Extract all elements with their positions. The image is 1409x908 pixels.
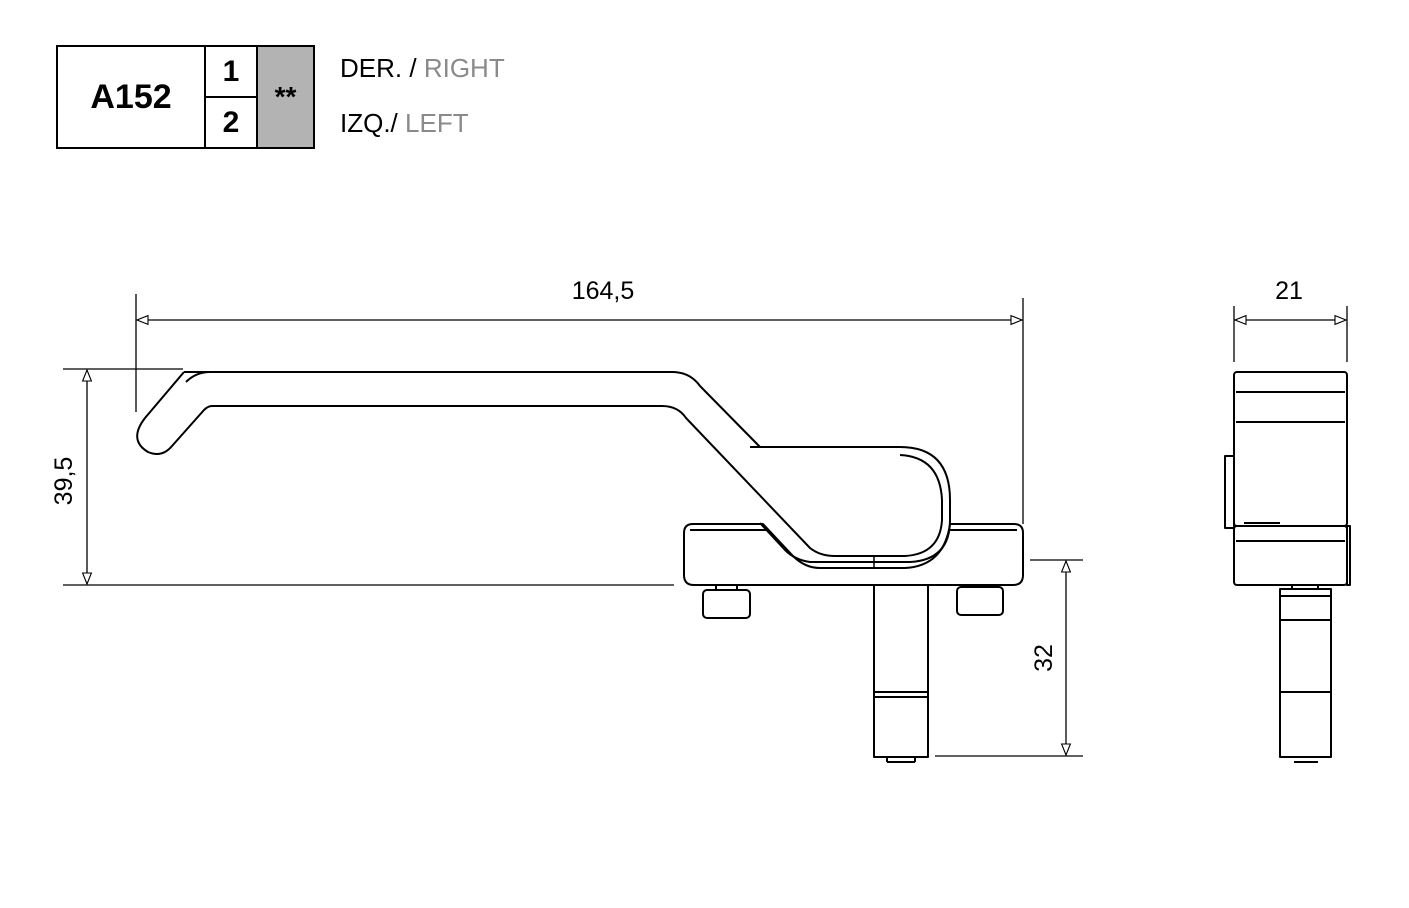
length-value: 164,5 [572,277,635,305]
left-label-es: IZQ./ [340,108,398,138]
right-label-es: DER. / [340,53,417,83]
length-dimension [135,294,1024,524]
finish-cell: ** [258,47,313,147]
lever-outline [184,371,951,563]
width-dimension [1233,306,1348,362]
part-code: A152 [58,47,206,147]
width-value: 21 [1275,277,1303,305]
variant-2-cell: 2 [206,96,256,147]
height-dimension [63,368,674,586]
handle-side-view [1224,371,1351,763]
right-hand-label: DER. / RIGHT [340,53,505,84]
spindle-value: 32 [1030,644,1058,672]
variant-cells: 1 2 [206,47,258,147]
height-value: 39,5 [50,457,78,506]
left-hand-label: IZQ./ LEFT [340,108,469,139]
variant-1-cell: 1 [222,54,240,88]
spindle-dimension [935,559,1083,757]
screw-head-left [702,585,751,619]
lever-inner-line [212,405,943,557]
lever-tip [136,371,213,455]
right-label-en: RIGHT [423,53,505,83]
base-plate [683,523,1024,586]
left-label-en: LEFT [405,108,469,138]
handle-front-view [136,371,1024,763]
spindle [873,584,929,763]
part-code-table: A152 1 2 ** [56,45,315,149]
screw-head-right [956,585,1004,616]
